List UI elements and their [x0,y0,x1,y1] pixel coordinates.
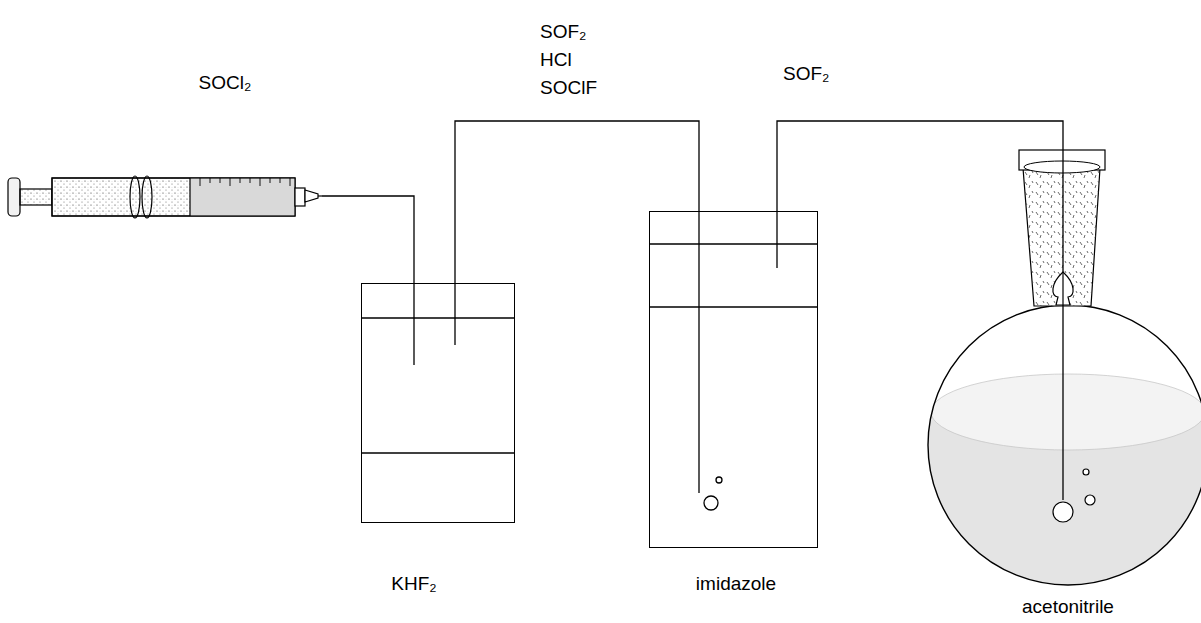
syringe-drawing [8,176,322,218]
barrel-outline [52,178,295,216]
barrel-flange [130,176,140,218]
vessel-box: KHF₂ [361,283,515,523]
inlet-tube [698,211,699,493]
bubble [1083,469,1089,475]
bubble [716,477,722,483]
bubble [1053,502,1073,522]
outlet-tube [776,211,777,268]
needle [318,195,322,196]
syringe-liquid [190,178,295,216]
barrel-flange [142,176,152,218]
gas-label: SOF₂ [783,60,829,88]
level-line [361,452,515,453]
syringe-barrel [52,178,295,216]
imidazole-vessel-inner [649,211,818,510]
syringe-node: SOCl₂ [8,70,322,220]
flask-outline [928,305,1201,585]
level-line [649,243,818,244]
flask-liquid [920,374,1201,612]
scale-ticks [200,178,290,186]
vessel-label: SOCl₂ [199,72,252,94]
gas-tube [455,121,699,283]
plunger-fill [52,178,190,216]
level-line [361,317,515,318]
khf2-vessel-inner [361,283,515,453]
flask-node: acetonitrile [929,150,1201,623]
gas-tube [777,121,1063,211]
gas-label: SOF₂ HCl SOClF [540,18,597,102]
outlet-tube [454,283,455,345]
spade-symbol [1053,272,1073,305]
septum-body [1023,168,1100,306]
vessel-box: imidazole [649,211,818,548]
needle-through-spade [1062,272,1063,305]
plunger-cap [8,178,20,216]
septum-rim [1024,161,1100,173]
syringe-hub [295,188,305,206]
vessel-label: KHF₂ [391,573,436,595]
level-line [649,306,818,307]
plunger-head [189,178,190,216]
vessel-label: imidazole [696,573,776,595]
gas-tube [322,196,414,283]
needle-base [305,190,318,202]
bubble [704,496,718,510]
flask-drawing [920,150,1201,612]
inlet-tube [413,283,414,365]
vessel-label: acetonitrile [1022,596,1114,618]
liquid-surface [931,374,1201,450]
septum-texture [1023,168,1100,306]
flask-inlet-needle [1062,150,1063,500]
plunger-rod [20,189,52,205]
bubble [1085,495,1095,505]
